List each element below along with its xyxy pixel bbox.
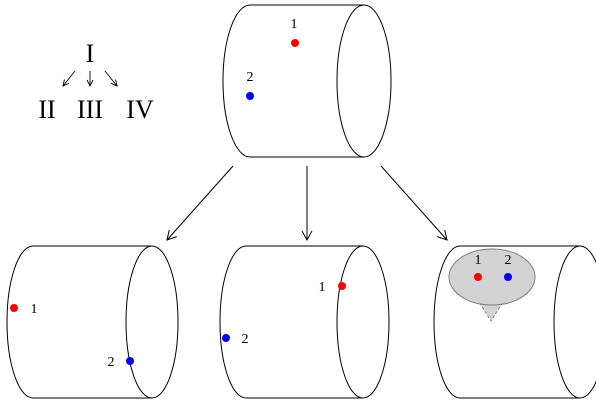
- cylinder-right-point-1: [474, 273, 482, 281]
- cylinder-right-front-face: [553, 245, 596, 399]
- cylinder-right: 1 2: [433, 245, 596, 399]
- cylinder-right-back-arc: [433, 245, 461, 399]
- cylinder-middle-back-arc: [219, 245, 247, 399]
- cylinder-left-point-2: [126, 357, 134, 365]
- merged-bubble: [448, 248, 536, 306]
- cylinder-top-back-arc: [222, 4, 251, 158]
- cylinder-right-point-2-label: 2: [505, 253, 512, 268]
- cylinder-right-point-1-label: 1: [475, 253, 482, 268]
- legend-child-label-iv: IV: [126, 95, 154, 124]
- cylinder-middle-point-2: [222, 334, 230, 342]
- cylinder-right-point-2: [504, 273, 512, 281]
- legend-tree: I II III IV: [38, 39, 154, 124]
- cylinder-middle-point-1: [338, 282, 346, 290]
- legend-arrow-left: [62, 70, 76, 87]
- legend-root-label: I: [86, 39, 95, 68]
- cylinder-top: 1 2: [222, 4, 392, 158]
- cylinder-top-point-1-label: 1: [291, 17, 298, 32]
- cylinder-left-point-1-label: 1: [31, 302, 38, 317]
- legend-arrow-right: [104, 70, 118, 87]
- cylinder-top-point-2-label: 2: [247, 70, 254, 85]
- cylinder-left-point-1: [10, 304, 18, 312]
- cylinder-middle-point-1-label: 1: [319, 280, 326, 295]
- cylinder-top-point-1: [291, 39, 299, 47]
- legend-child-label-ii: II: [38, 95, 55, 124]
- cylinder-left: 1 2: [6, 245, 179, 399]
- cylinder-left-back-arc: [6, 245, 34, 399]
- arrow-to-left-cylinder: [166, 165, 234, 241]
- cylinder-middle-front-face: [336, 245, 390, 399]
- cylinder-middle: 1 2: [219, 245, 390, 399]
- cylinder-left-front-face: [125, 245, 179, 399]
- cylinder-top-point-2: [246, 92, 254, 100]
- cylinder-left-point-2-label: 2: [108, 355, 115, 370]
- cylinder-middle-point-2-label: 2: [242, 332, 249, 347]
- cylinder-top-front-face: [336, 4, 392, 158]
- legend-child-label-iii: III: [77, 95, 103, 124]
- arrow-to-right-cylinder: [380, 165, 448, 241]
- transition-arrows: [166, 165, 448, 242]
